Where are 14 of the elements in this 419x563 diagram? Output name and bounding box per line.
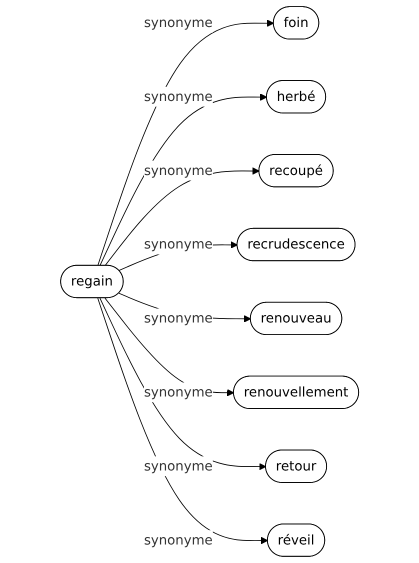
arrow xyxy=(97,298,268,544)
edge-label: synonyme xyxy=(144,236,213,252)
edge-label: synonyme xyxy=(144,162,213,178)
arrow xyxy=(99,93,268,266)
edge-label: synonyme xyxy=(144,88,213,104)
edge-label: synonyme xyxy=(144,458,213,474)
edge-label: synonyme xyxy=(144,532,213,548)
arrow xyxy=(97,20,274,266)
edge-label: synonyme xyxy=(144,14,213,30)
arrow xyxy=(104,298,234,396)
arrow xyxy=(104,167,260,266)
edge-label: synonyme xyxy=(144,310,213,326)
edge-label: synonyme xyxy=(144,384,213,400)
arrow xyxy=(99,298,266,470)
